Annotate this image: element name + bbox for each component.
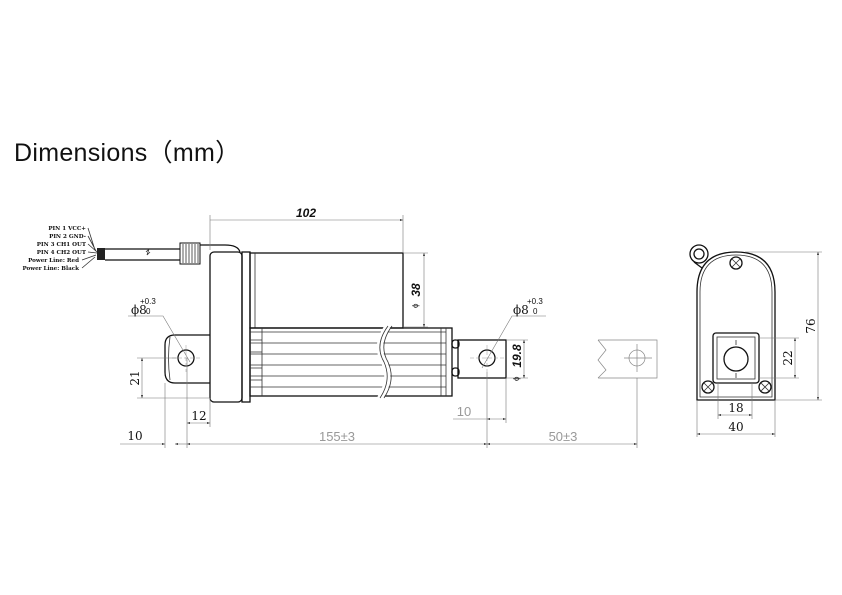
end-width-label: 40: [728, 420, 743, 434]
page-title: Dimensions（mm）: [14, 139, 241, 167]
pin-label: Power Line: Black: [22, 266, 79, 272]
front-hole-upper-tol: +0.3: [527, 297, 543, 306]
rear-end-offset-label: 10: [127, 429, 142, 443]
actuator-side-view: [164, 251, 658, 403]
rear-clevis-offset-label: 12: [191, 409, 206, 423]
screw-icon: [758, 380, 772, 394]
wiring-labels: PIN 1 VCC+ PIN 2 GND- PIN 3 CH1 OUT PIN …: [22, 226, 86, 272]
rear-hole-upper-tol: +0.3: [140, 297, 156, 306]
end-view-dimensions: 76 22 18 40: [696, 251, 822, 437]
diameter-symbol: ϕ: [411, 303, 420, 308]
rear-clevis-height-label: 21: [128, 370, 142, 385]
front-hole-diameter: ϕ8: [513, 303, 529, 317]
rear-hole-lower-tol: 0: [146, 307, 151, 316]
retracted-length-label: 155±3: [319, 429, 355, 444]
actuator-end-view: [689, 244, 776, 401]
square-height-label: 22: [781, 350, 795, 365]
rod-end-offset-label: 10: [457, 404, 471, 419]
motor-length-label: 102: [296, 206, 316, 220]
pin-label: PIN 3 CH1 OUT: [37, 242, 87, 248]
pin-label: PIN 4 CH2 OUT: [37, 250, 87, 256]
motor-diameter-label: 38: [409, 283, 423, 297]
rear-hole-diameter: ϕ8: [131, 303, 147, 317]
front-hole-lower-tol: 0: [533, 307, 538, 316]
pin-label: Power Line: Red: [28, 258, 79, 264]
pin-label: PIN 2 GND-: [49, 234, 87, 240]
stroke-label: 50±3: [549, 429, 578, 444]
screw-icon: [729, 256, 743, 270]
cable: [81, 227, 241, 269]
pin-label: PIN 1 VCC+: [48, 226, 86, 232]
square-width-label: 18: [728, 401, 743, 415]
screw-icon: [701, 380, 715, 394]
end-height-label: 76: [804, 318, 818, 333]
tube-diameter-label: 19.8: [510, 344, 524, 368]
diameter-symbol: ϕ: [512, 376, 521, 381]
side-view-dimensions: 102 38 ϕ 19.8 ϕ ϕ8 +0.3 0 ϕ8 +0.3 0 21 1…: [120, 206, 638, 448]
